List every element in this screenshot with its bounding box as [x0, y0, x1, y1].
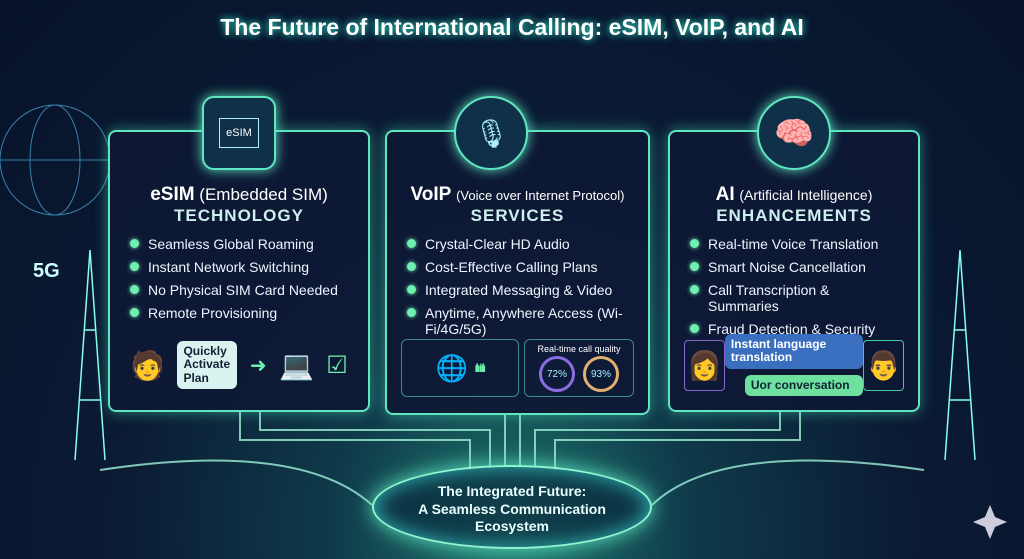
list-item: Integrated Messaging & Video — [405, 282, 630, 298]
list-item: Call Transcription & Summaries — [688, 282, 900, 314]
sparkle-icon — [973, 505, 1007, 539]
gauge-2: 93% — [583, 356, 619, 392]
chip-icon: eSIM — [202, 96, 276, 170]
hub-line: Ecosystem — [475, 518, 549, 534]
cell-tower-right-icon — [944, 249, 976, 461]
list-item: Cost-Effective Calling Plans — [405, 259, 630, 275]
list-item: Crystal-Clear HD Audio — [405, 236, 630, 252]
globe-icon: 🌐 — [435, 352, 469, 383]
activation-illustration: 🧑 Quickly Activate Plan ➜ 💻 ☑ — [124, 330, 354, 400]
panel-voip: 🎙 VoIP (Voice over Internet Protocol) SE… — [385, 96, 650, 415]
hub-line: The Integrated Future: — [437, 483, 587, 499]
checklist-icon: ☑ — [326, 351, 348, 379]
speech-bubble: Uor conversation — [744, 374, 864, 396]
globe-mic-icon: 🎙 — [454, 96, 529, 170]
quality-label: Real-time call quality — [537, 344, 621, 354]
list-item: Anytime, Anywhere Access (Wi-Fi/4G/5G) — [405, 305, 630, 337]
panel-esim: eSIM eSIM (Embedded SIM) TECHNOLOGY Seam… — [108, 96, 370, 412]
speech-bubble: Quickly Activate Plan — [177, 341, 238, 389]
man-headset-icon: 👨 — [863, 339, 904, 391]
panel-heading: AI (Artificial Intelligence) — [715, 184, 873, 205]
list-item: Real-time Voice Translation — [688, 236, 900, 252]
integrated-future-hub: The Integrated Future: A Seamless Commun… — [372, 465, 652, 549]
globe-icon — [0, 104, 111, 216]
cell-tower-left-icon — [74, 249, 106, 461]
hub-line: A Seamless Communication — [418, 500, 606, 517]
list-item: Smart Noise Cancellation — [688, 259, 900, 275]
list-item: Fraud Detection & Security — [688, 321, 900, 337]
panel-subtitle: TECHNOLOGY — [174, 206, 304, 225]
person-phone-icon: 🧑 — [130, 349, 166, 381]
page-title: The Future of International Calling: eSI… — [220, 14, 804, 40]
waveform-icon: ıllıılıllı — [474, 361, 486, 375]
gauge-1: 72% — [539, 356, 575, 392]
woman-headset-icon: 👩 — [684, 339, 725, 391]
list-item: No Physical SIM Card Needed — [128, 282, 350, 298]
panel-ai: 🧠 AI (Artificial Intelligence) ENHANCEME… — [668, 96, 920, 412]
list-item: Instant Network Switching — [128, 259, 350, 275]
person-laptop-icon: 💻 — [279, 349, 314, 381]
panel-heading: VoIP (Voice over Internet Protocol) — [410, 184, 625, 205]
brain-icon: 🧠 — [757, 96, 831, 170]
translation-illustration: 👩 Instant language translation Uor conve… — [684, 330, 904, 400]
panel-heading: eSIM (Embedded SIM) — [150, 184, 328, 205]
call-quality-illustration: 🌐 ıllıılıllı Real-time call quality 72% … — [401, 333, 634, 403]
list-item: Seamless Global Roaming — [128, 236, 350, 252]
panel-subtitle: ENHANCEMENTS — [716, 206, 872, 225]
list-item: Remote Provisioning — [128, 305, 350, 321]
5g-label: 5G — [33, 260, 60, 282]
panel-subtitle: SERVICES — [470, 206, 565, 225]
speech-bubble: Instant language translation — [724, 334, 864, 369]
call-quality-card: Real-time call quality 72% 93% — [524, 339, 634, 397]
globe-waveform: 🌐 ıllıılıllı — [401, 339, 519, 397]
arrow-right-icon: ➜ — [249, 354, 267, 377]
